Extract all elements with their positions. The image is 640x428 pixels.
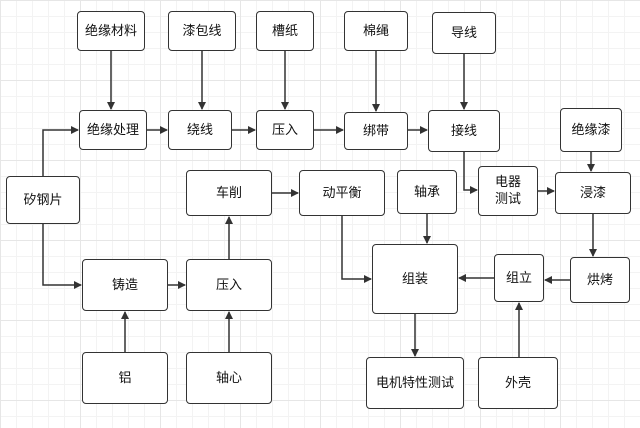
node-casting: 铸造 xyxy=(82,259,168,311)
node-wiring: 接线 xyxy=(428,110,500,152)
node-shaft-core: 轴心 xyxy=(186,352,272,404)
node-aluminum: 铝 xyxy=(82,352,168,404)
node-winding: 绕线 xyxy=(168,110,232,150)
node-erection: 组立 xyxy=(494,254,544,302)
node-motor-test: 电机特性测试 xyxy=(366,357,464,409)
edge-wiring-to-electrical-test xyxy=(463,152,478,194)
node-impregnation: 浸漆 xyxy=(555,172,631,214)
node-insulating-varnish: 绝缘漆 xyxy=(560,108,622,152)
node-baking: 烘烤 xyxy=(570,257,630,303)
node-cotton-rope: 棉绳 xyxy=(344,11,408,51)
node-press-in-1: 压入 xyxy=(256,110,314,150)
node-binding: 绑带 xyxy=(344,112,408,150)
node-insulation-material: 绝缘材料 xyxy=(77,11,145,51)
node-enameled-wire: 漆包线 xyxy=(168,11,236,51)
node-dynamic-balance: 动平衡 xyxy=(299,170,385,216)
node-slot-paper: 槽纸 xyxy=(256,11,314,51)
node-electrical-test: 电器 测试 xyxy=(478,166,538,216)
node-insulation-treatment: 绝缘处理 xyxy=(79,110,147,150)
node-lead-wire: 导线 xyxy=(432,12,496,54)
node-press-in-2: 压入 xyxy=(186,259,272,311)
edge-silicon-steel-to-treatment xyxy=(42,126,79,176)
node-turning: 车削 xyxy=(186,170,272,216)
edge-dynamic-balance-to-assembly xyxy=(341,216,372,283)
node-housing: 外壳 xyxy=(478,357,558,409)
node-bearing: 轴承 xyxy=(397,170,457,214)
edge-silicon-steel-to-casting xyxy=(42,224,82,289)
node-assembly: 组装 xyxy=(372,244,458,314)
node-silicon-steel: 矽钢片 xyxy=(6,176,80,224)
